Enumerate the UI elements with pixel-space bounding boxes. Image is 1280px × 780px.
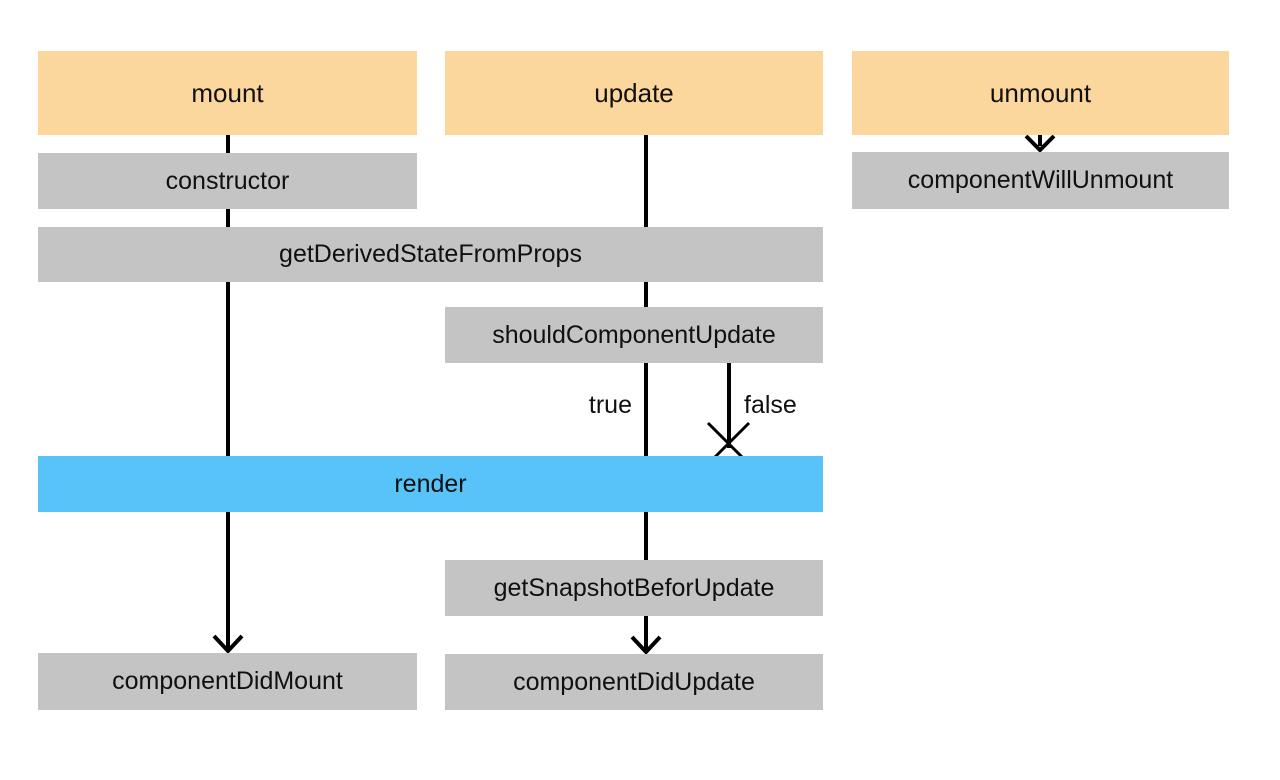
phase-header-label: update <box>594 77 674 108</box>
branch-label-false: false <box>744 391 797 419</box>
phase-header-label: mount <box>191 77 264 108</box>
node-label: componentDidMount <box>112 667 343 695</box>
node-component-did-update: componentDidUpdate <box>445 654 823 710</box>
node-constructor: constructor <box>38 153 417 209</box>
node-label: getSnapshotBeforUpdate <box>493 573 775 602</box>
node-label: render <box>394 469 467 498</box>
node-label: componentWillUnmount <box>907 166 1174 194</box>
node-get-derived-state-from-props: getDerivedStateFromProps <box>38 227 823 282</box>
arrowhead-icon <box>1024 134 1056 153</box>
node-component-will-unmount: componentWillUnmount <box>852 152 1229 209</box>
node-label: constructor <box>165 166 290 195</box>
phase-header-unmount: unmount <box>852 51 1229 135</box>
phase-header-mount: mount <box>38 51 417 135</box>
node-should-component-update: shouldComponentUpdate <box>445 307 823 363</box>
node-label: componentDidUpdate <box>513 667 755 696</box>
node-get-snapshot-befor-update: getSnapshotBeforUpdate <box>445 560 823 616</box>
arrowhead-icon <box>630 635 662 655</box>
arrowhead-icon <box>212 634 244 654</box>
node-component-did-mount: componentDidMount <box>38 653 417 710</box>
branch-label-true: true <box>588 391 632 419</box>
phase-header-update: update <box>445 51 823 135</box>
phase-header-label: unmount <box>989 77 1092 108</box>
node-label: shouldComponentUpdate <box>492 320 776 349</box>
node-label: getDerivedStateFromProps <box>279 240 582 268</box>
node-render: render <box>38 456 823 512</box>
